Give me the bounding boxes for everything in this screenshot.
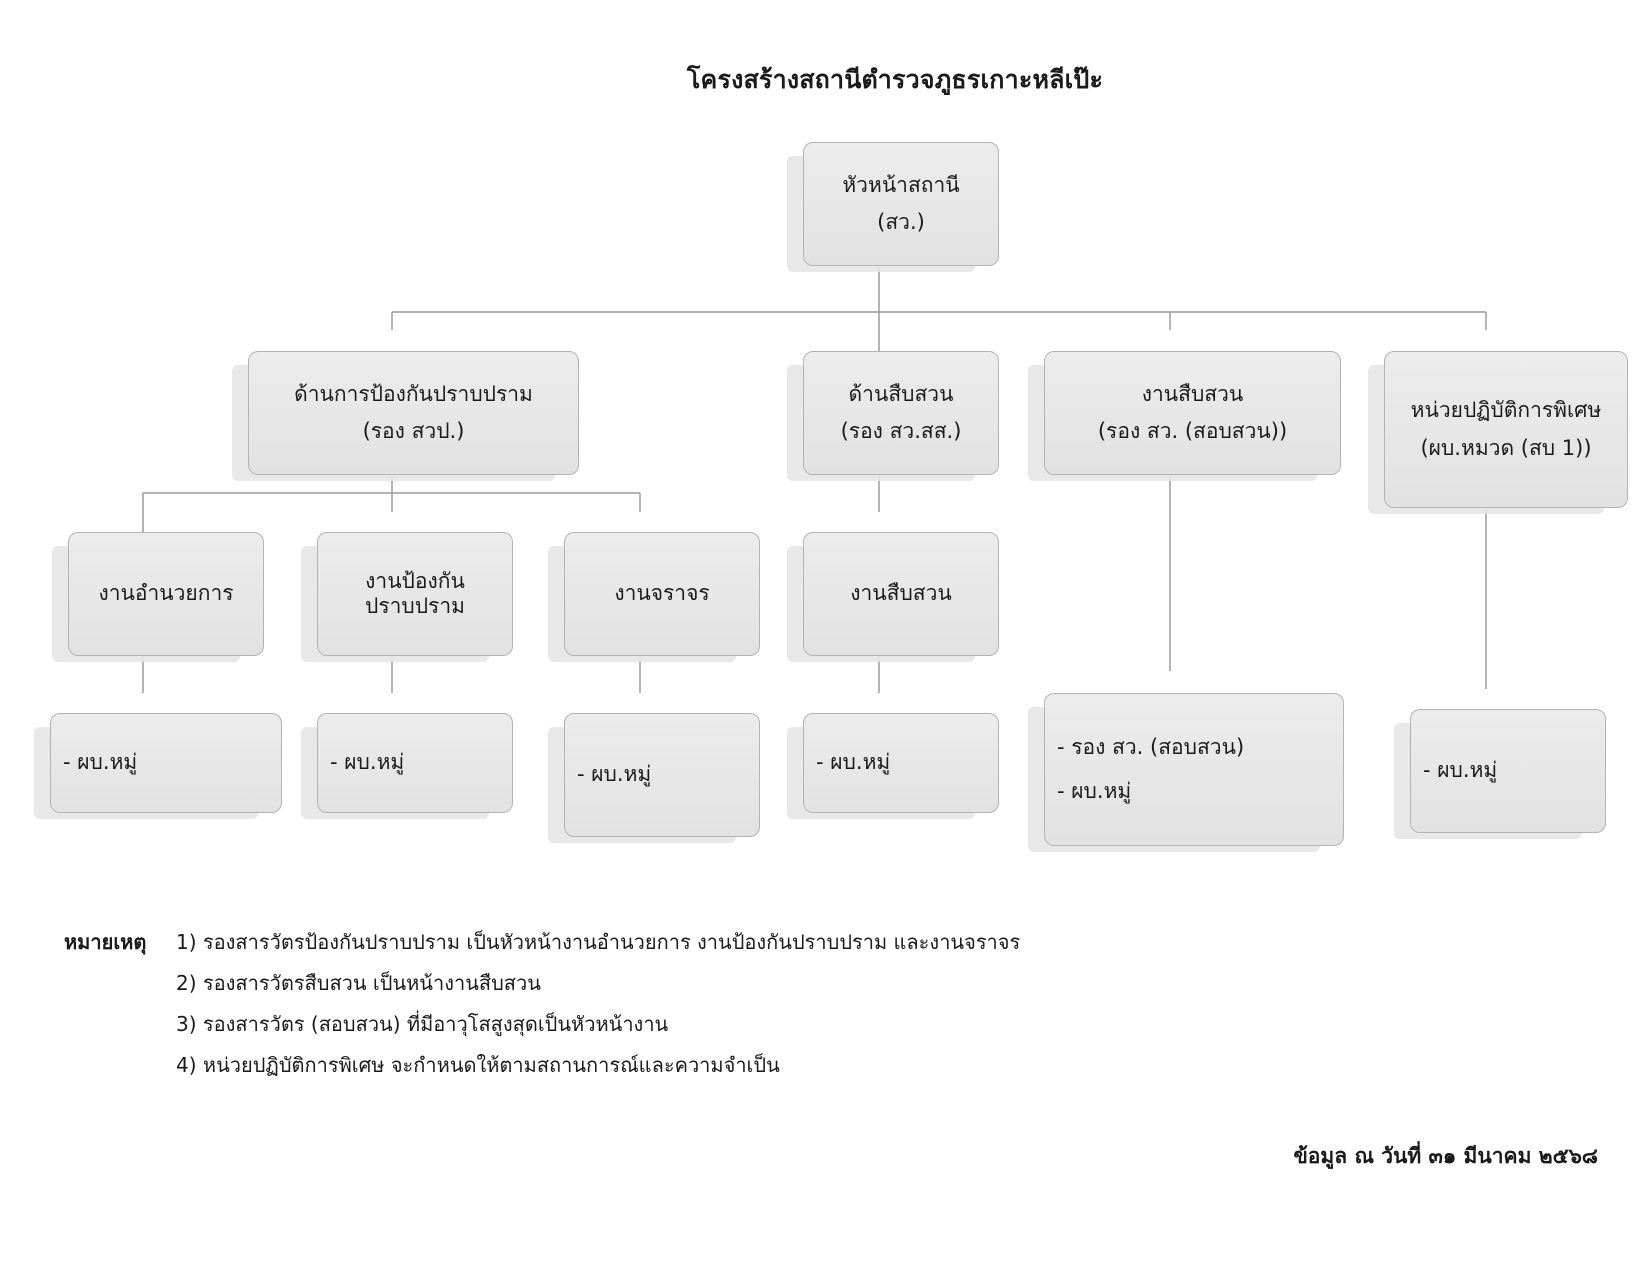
node-admin-title: งานอำนวยการ — [98, 581, 234, 606]
node-investigation-side: ด้านสืบสวน (รอง สว.สส.) — [803, 351, 999, 475]
node-prevent-work: งานป้องกัน ปราบปราม — [317, 532, 513, 656]
node-traffic-title: งานจราจร — [614, 581, 710, 606]
node-leaf-special-text: - ผบ.หมู่ — [1423, 758, 1498, 783]
node-inquiry: งานสืบสวน (รอง สว. (สอบสวน)) — [1044, 351, 1341, 475]
node-leaf-admin-text: - ผบ.หมู่ — [63, 750, 138, 775]
note-item: 2) รองสารวัตรสืบสวน เป็นหน้างานสืบสวน — [176, 971, 541, 995]
node-inquiry-subtitle: (รอง สว. (สอบสวน)) — [1097, 419, 1288, 443]
note-item: 3) รองสารวัตร (สอบสวน) ที่มีอาวุโสสูงสุด… — [176, 1012, 669, 1036]
node-investigation-side-title: ด้านสืบสวน — [848, 381, 954, 406]
notes-section: หมายเหตุ 1) รองสารวัตรป้องกันปราบปราม เป… — [64, 922, 1020, 1086]
node-head-subtitle: (สว.) — [877, 210, 925, 234]
node-prevention: ด้านการป้องกันปราบปราม (รอง สวป.) — [248, 351, 579, 475]
node-investigation-work-title: งานสืบสวน — [850, 581, 952, 606]
node-leaf-traffic: - ผบ.หมู่ — [564, 713, 760, 837]
node-leaf-special: - ผบ.หมู่ — [1410, 709, 1606, 833]
node-leaf-inquiry: - รอง สว. (สอบสวน) - ผบ.หมู่ — [1044, 693, 1344, 846]
node-admin: งานอำนวยการ — [68, 532, 264, 656]
node-prevent-work-line1: งานป้องกัน — [365, 568, 465, 593]
notes-label: หมายเหตุ — [64, 930, 147, 954]
node-special-title: หน่วยปฏิบัติการพิเศษ — [1410, 398, 1602, 423]
node-leaf-inquiry-line1: - รอง สว. (สอบสวน) — [1057, 735, 1245, 760]
note-item: 1) รองสารวัตรป้องกันปราบปราม เป็นหัวหน้า… — [176, 930, 1021, 954]
node-special: หน่วยปฏิบัติการพิเศษ (ผบ.หมวด (สบ 1)) — [1384, 351, 1628, 508]
node-inquiry-title: งานสืบสวน — [1141, 381, 1244, 406]
node-traffic: งานจราจร — [564, 532, 760, 656]
node-leaf-inquiry-line2: - ผบ.หมู่ — [1057, 778, 1132, 803]
node-investigation-work: งานสืบสวน — [803, 532, 999, 656]
node-leaf-prevent-text: - ผบ.หมู่ — [330, 750, 405, 775]
node-leaf-traffic-text: - ผบ.หมู่ — [577, 762, 652, 787]
node-prevent-work-line2: ปราบปราม — [365, 594, 465, 618]
node-leaf-investigation-text: - ผบ.หมู่ — [816, 750, 891, 775]
node-special-subtitle: (ผบ.หมวด (สบ 1)) — [1420, 435, 1592, 460]
node-head-title: หัวหน้าสถานี — [842, 172, 960, 197]
node-leaf-prevent: - ผบ.หมู่ — [317, 713, 513, 813]
node-leaf-admin: - ผบ.หมู่ — [50, 713, 282, 813]
node-prevention-title: ด้านการป้องกันปราบปราม — [294, 381, 533, 406]
node-leaf-investigation: - ผบ.หมู่ — [803, 713, 999, 813]
chart-title: โครงสร้างสถานีตำรวจภูธรเกาะหลีเป๊ะ — [686, 65, 1104, 94]
note-item: 4) หน่วยปฏิบัติการพิเศษ จะกำหนดให้ตามสถา… — [176, 1053, 780, 1077]
node-investigation-side-subtitle: (รอง สว.สส.) — [840, 419, 962, 443]
node-head: หัวหน้าสถานี (สว.) — [803, 142, 999, 266]
node-prevention-subtitle: (รอง สวป.) — [362, 419, 465, 443]
data-date-footer: ข้อมูล ณ วันที่ ๓๑ มีนาคม ๒๕๖๘ — [1293, 1144, 1598, 1168]
